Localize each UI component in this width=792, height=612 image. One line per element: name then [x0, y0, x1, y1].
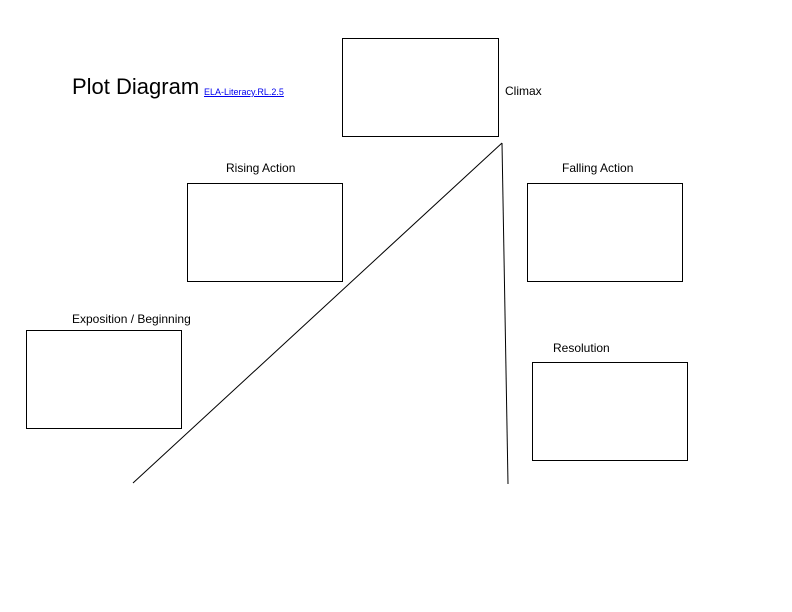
- standard-link[interactable]: ELA-Literacy.RL.2.5: [204, 87, 284, 97]
- resolution-label: Resolution: [553, 341, 610, 355]
- resolution-box[interactable]: [532, 362, 688, 461]
- falling-action-label: Falling Action: [562, 161, 634, 175]
- falling-action-line: [501, 142, 509, 485]
- exposition-label: Exposition / Beginning: [72, 312, 191, 326]
- rising-action-line: [132, 142, 503, 484]
- climax-label: Climax: [505, 84, 542, 98]
- page-title: Plot Diagram: [72, 74, 200, 99]
- exposition-box[interactable]: [26, 330, 182, 429]
- rising-action-label: Rising Action: [226, 161, 296, 175]
- rising-action-box[interactable]: [187, 183, 343, 282]
- climax-box[interactable]: [342, 38, 499, 137]
- falling-action-box[interactable]: [527, 183, 683, 282]
